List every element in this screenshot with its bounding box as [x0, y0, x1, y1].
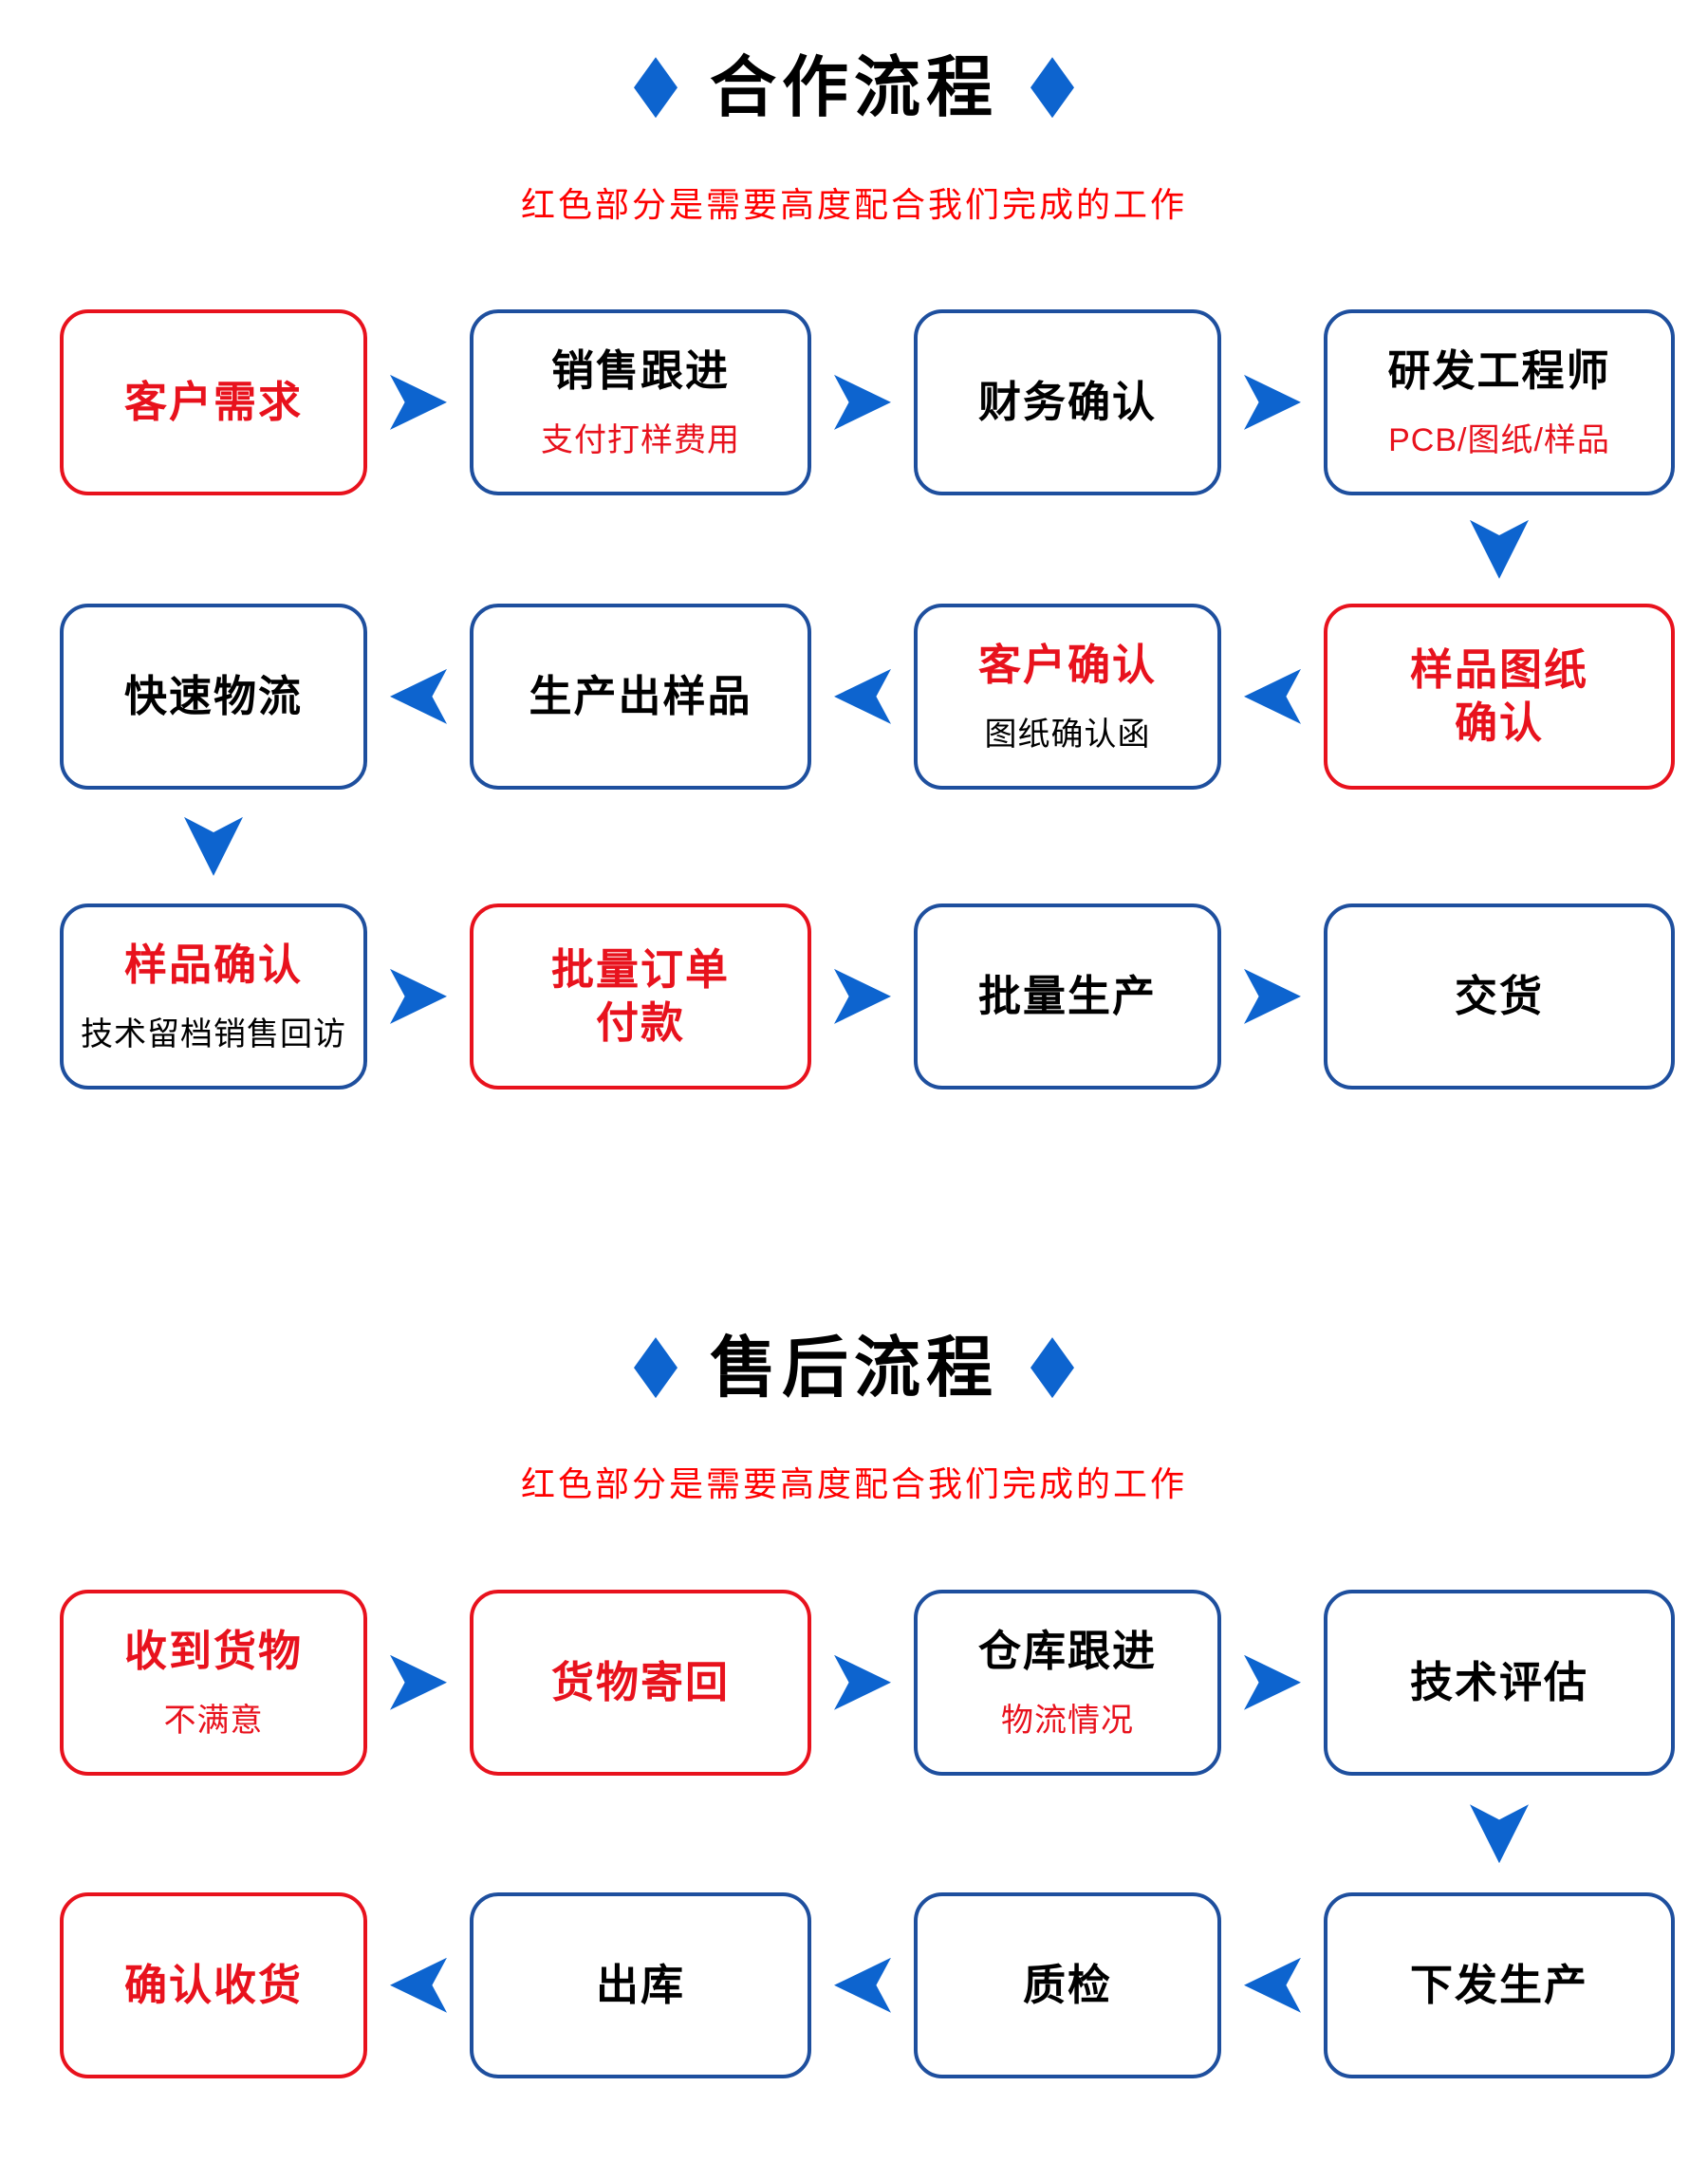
after-sales-title-text: 售后流程	[710, 1330, 998, 1405]
box-goods-return: 货物寄回	[470, 1589, 811, 1776]
box-outbound: 出库	[470, 1891, 811, 2078]
box-customer-confirm: 客户确认 图纸确认函	[914, 603, 1221, 790]
arrow-right-icon	[390, 968, 447, 1024]
box-technical-evaluation: 技术评估	[1324, 1589, 1675, 1776]
arrow-left-icon	[390, 668, 447, 724]
box-goods-received: 收到货物 不满意	[60, 1589, 367, 1776]
box-subtitle: 不满意	[163, 1703, 264, 1740]
box-customer-demand: 客户需求	[60, 308, 367, 495]
arrow-right-icon	[1244, 968, 1301, 1024]
box-title: 批量订单 付款	[551, 943, 730, 1051]
after-sales-subtitle: 红色部分是需要高度配合我们完成的工作	[520, 1464, 1187, 1504]
box-sales-follow-up: 销售跟进 支付打样费用	[470, 308, 811, 495]
diamond-icon	[1030, 57, 1074, 119]
arrow-left-icon	[1244, 1957, 1301, 2013]
arrow-right-icon	[834, 1654, 891, 1710]
box-subtitle: 图纸确认函	[984, 717, 1151, 754]
box-title: 客户确认	[977, 641, 1157, 690]
diamond-icon	[634, 1337, 678, 1399]
arrow-right-icon	[1244, 1654, 1301, 1710]
arrow-right-icon	[834, 374, 891, 430]
box-finance-confirm: 财务确认	[914, 308, 1221, 495]
flow-connector-row	[60, 495, 1675, 604]
box-produce-sample: 生产出样品	[470, 603, 811, 790]
box-subtitle: 支付打样费用	[541, 422, 740, 459]
box-title: 销售跟进	[550, 346, 730, 396]
arrow-right-icon	[390, 374, 447, 430]
box-warehouse-follow-up: 仓库跟进 物流情况	[914, 1589, 1221, 1776]
box-rd-engineer: 研发工程师 PCB/图纸/样品	[1324, 308, 1675, 495]
box-title: 技术评估	[1409, 1657, 1588, 1706]
box-sample-confirm: 样品确认 技术留档销售回访	[60, 903, 367, 1090]
diamond-icon	[634, 57, 678, 119]
box-title: 客户需求	[123, 377, 303, 426]
box-title: 研发工程师	[1387, 346, 1611, 396]
arrow-left-icon	[834, 668, 891, 724]
arrow-right-icon	[1244, 374, 1301, 430]
box-title: 质检	[1022, 1960, 1112, 2009]
box-title: 交货	[1454, 971, 1544, 1020]
box-title: 收到货物	[123, 1627, 303, 1676]
flow-row: 快速物流 生产出样品 客户确认 图纸确认函 样品图纸 确认	[60, 603, 1675, 790]
arrow-right-icon	[834, 968, 891, 1024]
box-title: 出库	[595, 1960, 685, 2009]
box-subtitle: 技术留档销售回访	[81, 1016, 346, 1053]
diamond-icon	[1030, 1337, 1074, 1399]
box-title: 财务确认	[977, 377, 1157, 426]
box-title: 货物寄回	[550, 1657, 730, 1706]
flow-row: 样品确认 技术留档销售回访 批量订单 付款 批量生产 交货	[60, 903, 1675, 1090]
box-title-line1: 样品图纸	[1409, 644, 1588, 694]
box-fast-logistics: 快速物流	[60, 603, 367, 790]
arrow-down-icon	[1470, 519, 1529, 579]
box-title-line1: 批量订单	[550, 944, 730, 994]
flow-row: 确认收货 出库 质检 下发生产	[60, 1891, 1675, 2078]
box-quality-inspection: 质检	[914, 1891, 1221, 2078]
box-confirm-receipt: 确认收货	[60, 1891, 367, 2078]
cooperation-title: 合作流程	[0, 49, 1708, 126]
after-sales-title: 售后流程	[0, 1330, 1708, 1407]
arrow-right-icon	[390, 1654, 447, 1710]
cooperation-title-text: 合作流程	[710, 50, 998, 124]
cooperation-flow: 客户需求 销售跟进 支付打样费用 财务确认 研发工程师 PCB/图纸/样品	[0, 308, 1675, 1090]
flow-connector-row	[60, 790, 1675, 904]
section-after-sales: 售后流程 红色部分是需要高度配合我们完成的工作 收到货物 不满意 货物寄回 仓库…	[0, 1330, 1708, 2078]
box-title: 批量生产	[977, 971, 1157, 1020]
after-sales-flow: 收到货物 不满意 货物寄回 仓库跟进 物流情况 技术评估	[0, 1589, 1675, 2078]
box-sample-drawing-confirm: 样品图纸 确认	[1324, 603, 1675, 790]
box-subtitle: 物流情况	[1001, 1703, 1134, 1740]
box-bulk-order-payment: 批量订单 付款	[470, 903, 811, 1090]
box-title: 下发生产	[1409, 1960, 1588, 2009]
flow-connector-row	[60, 1776, 1675, 1892]
flow-row: 客户需求 销售跟进 支付打样费用 财务确认 研发工程师 PCB/图纸/样品	[60, 308, 1675, 495]
arrow-left-icon	[390, 1957, 447, 2013]
arrow-down-icon	[184, 816, 243, 876]
box-issue-production: 下发生产	[1324, 1891, 1675, 2078]
arrow-down-icon	[1470, 1804, 1529, 1864]
arrow-left-icon	[834, 1957, 891, 2013]
box-title: 仓库跟进	[977, 1627, 1157, 1676]
box-title-line2: 确认	[1454, 698, 1544, 747]
flow-row: 收到货物 不满意 货物寄回 仓库跟进 物流情况 技术评估	[60, 1589, 1675, 1776]
box-title: 快速物流	[123, 671, 303, 720]
box-bulk-production: 批量生产	[914, 903, 1221, 1090]
cooperation-subtitle: 红色部分是需要高度配合我们完成的工作	[520, 184, 1187, 224]
box-title: 确认收货	[123, 1960, 303, 2009]
box-subtitle: PCB/图纸/样品	[1388, 422, 1610, 459]
box-title: 样品确认	[123, 941, 303, 990]
box-title: 生产出样品	[529, 671, 752, 720]
box-title-line2: 付款	[595, 997, 685, 1047]
box-title: 样品图纸 确认	[1410, 643, 1588, 751]
arrow-left-icon	[1244, 668, 1301, 724]
box-delivery: 交货	[1324, 903, 1675, 1090]
section-cooperation: 合作流程 红色部分是需要高度配合我们完成的工作 客户需求 销售跟进 支付打样费用…	[0, 49, 1708, 1090]
